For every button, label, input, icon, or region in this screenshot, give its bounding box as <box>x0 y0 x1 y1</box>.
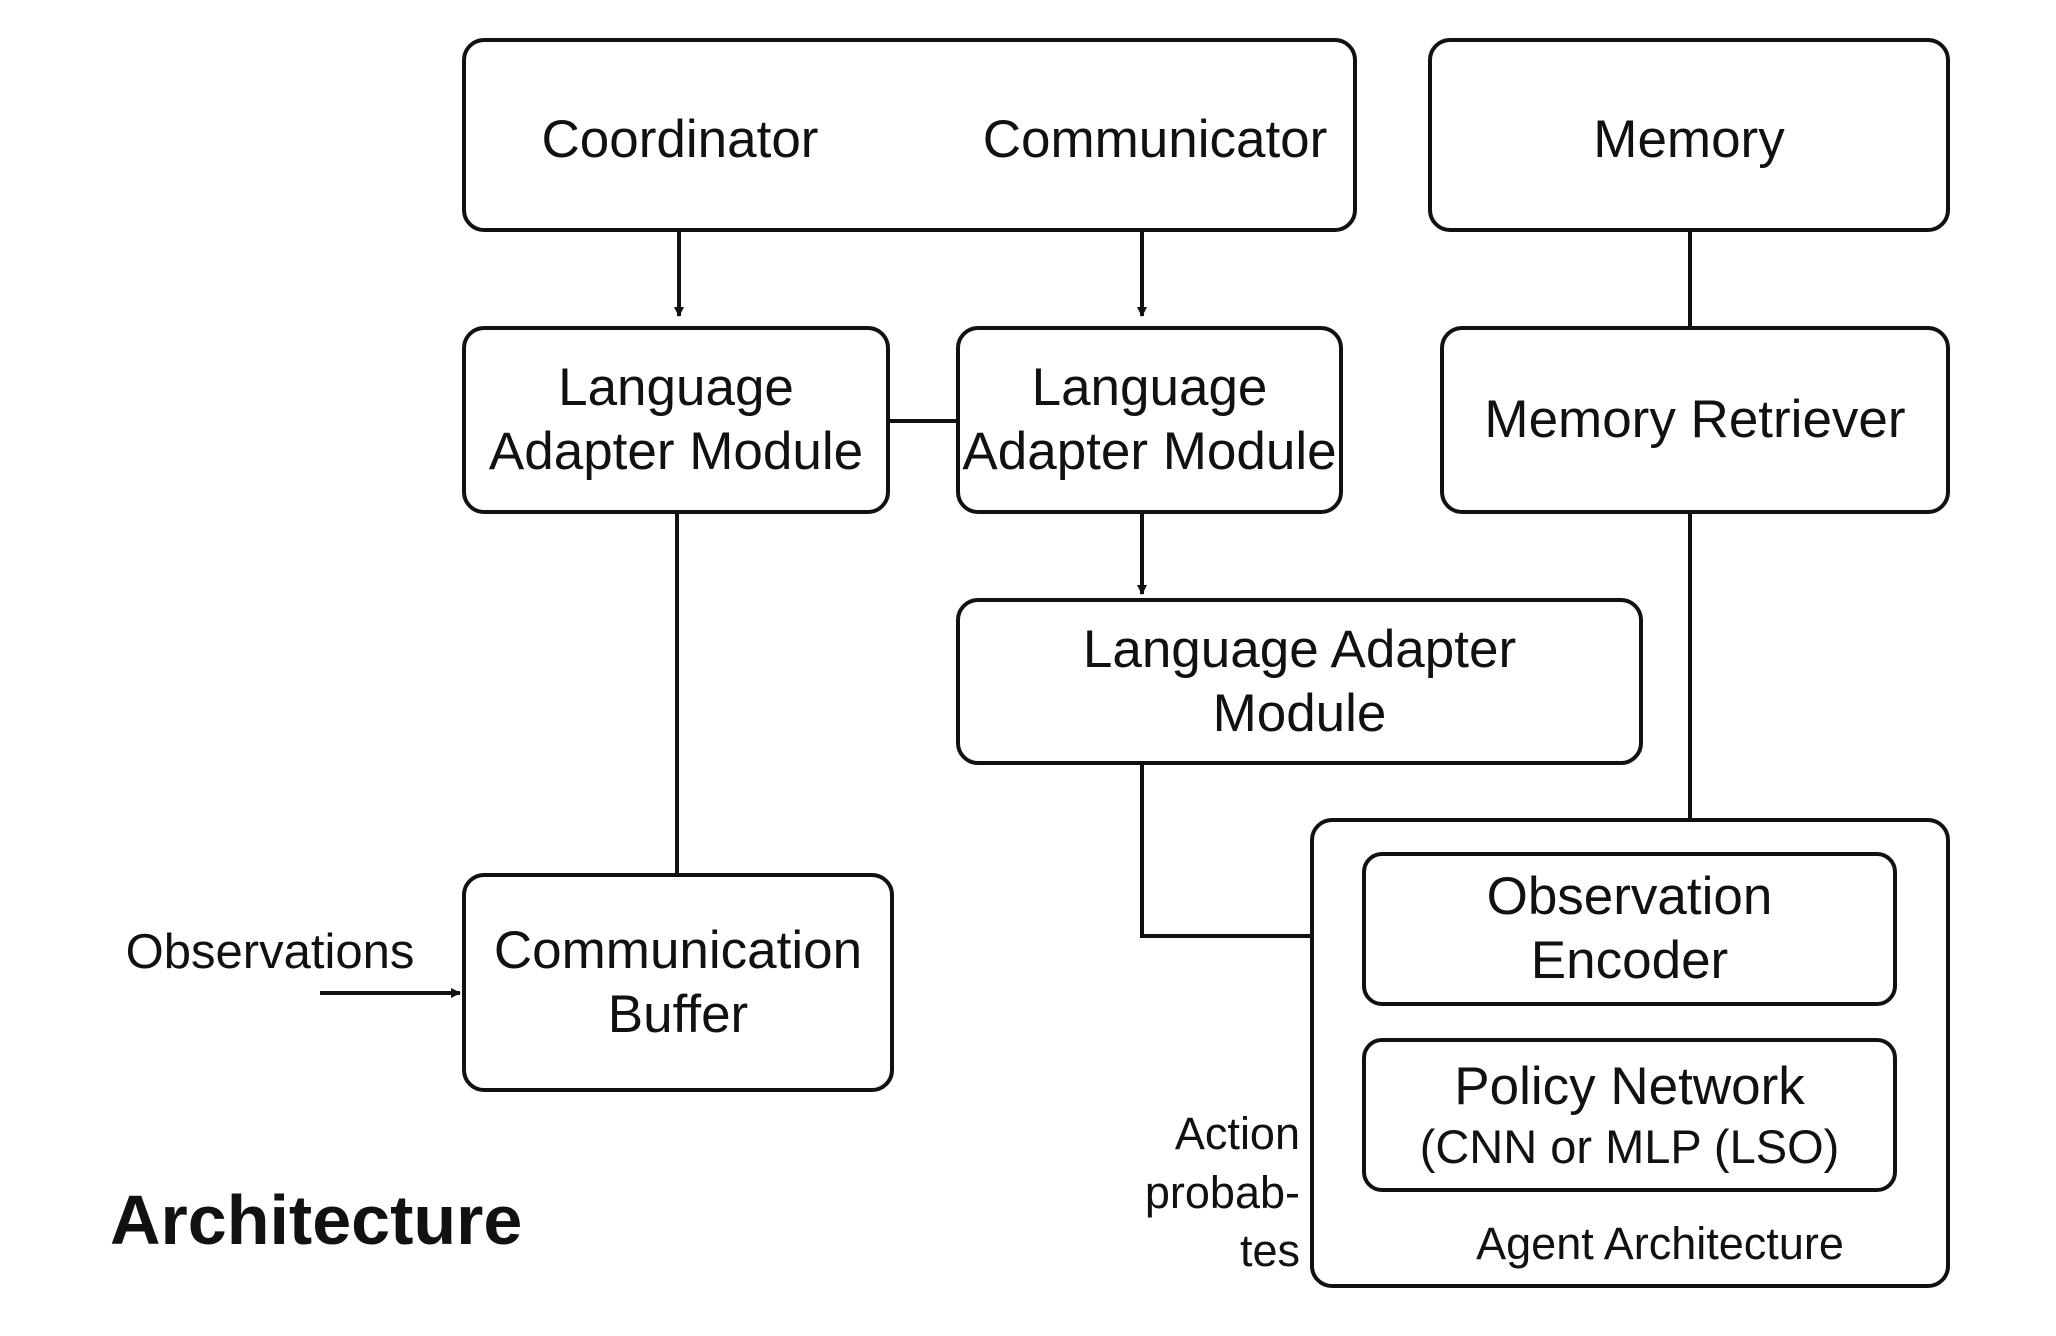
policy-network-label: Policy Network (CNN or MLP (LSO) <box>1419 1057 1840 1173</box>
language-adapter-lower-box <box>956 598 1643 765</box>
memory-label: Memory <box>1593 110 1785 170</box>
language-adapter-left-label: Language Adapter Module <box>488 358 864 481</box>
communication-buffer-box <box>462 873 894 1092</box>
memory-retriever-box <box>1440 326 1950 514</box>
communicator-label: Communicator <box>982 110 1328 170</box>
language-adapter-center-box <box>956 326 1343 514</box>
language-adapter-lower-label: Language Adapter Module <box>1082 619 1517 743</box>
coordinator-label: Coordinator <box>541 110 819 170</box>
memory-retriever-label: Memory Retriever <box>1484 390 1906 450</box>
policy-network-box <box>1362 1038 1897 1192</box>
language-adapter-left-box <box>462 326 890 514</box>
observations-label: Observations <box>125 924 415 979</box>
agent-architecture-label: Agent Architecture <box>1476 1218 1844 1269</box>
action-probabilities-label: Action probab- tes <box>1144 1108 1300 1277</box>
observation-encoder-box <box>1362 852 1897 1006</box>
observation-encoder-label: Observation Encoder <box>1486 867 1773 990</box>
communication-buffer-label: Communication Buffer <box>493 920 863 1044</box>
memory-box <box>1428 38 1950 232</box>
architecture-title: Architecture <box>110 1181 523 1259</box>
coordinator-communicator-box <box>462 38 1357 232</box>
language-adapter-center-label: Language Adapter Module <box>962 358 1337 481</box>
arrow-lower-adapter-to-encoder <box>1140 765 1359 941</box>
